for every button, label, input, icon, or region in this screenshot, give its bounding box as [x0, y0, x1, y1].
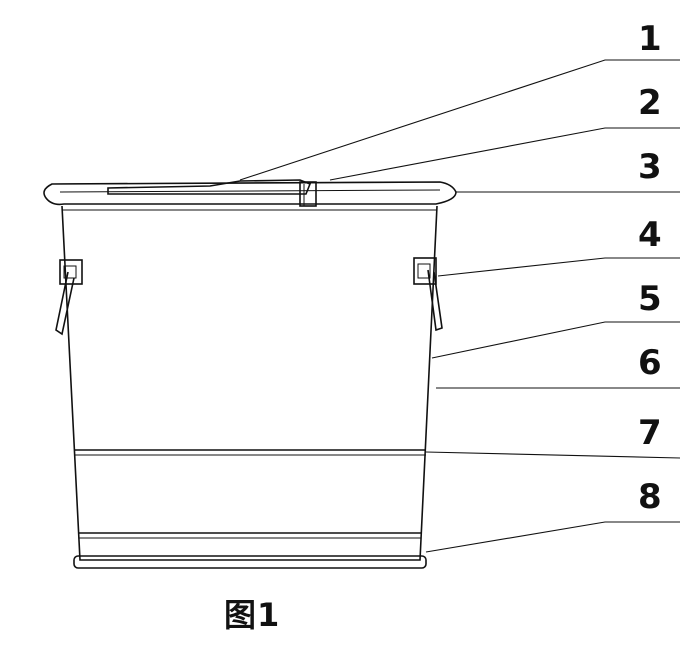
leader-line-8: [425, 521, 680, 553]
part-label-2: 2: [638, 83, 662, 123]
part-label-6: 6: [638, 343, 662, 383]
leader-line-7: [425, 451, 681, 459]
part-label-4: 4: [638, 215, 662, 255]
leader-line-2: [329, 127, 680, 181]
leader-line-1: [239, 59, 680, 181]
part-label-3: 3: [638, 147, 662, 187]
figure-caption: 图1: [224, 596, 281, 634]
left-handle-ear: [59, 259, 83, 285]
part-label-7: 7: [638, 413, 662, 453]
bottom-ring: [73, 555, 427, 569]
lid-latch: [299, 181, 317, 207]
left-handle-bail: [55, 271, 75, 336]
lid-rim-inner-line: [59, 189, 441, 193]
lid-rim-top-line: [51, 181, 441, 185]
right-handle-ear-inner: [417, 263, 431, 279]
lid-handle: [107, 179, 312, 195]
right-handle-ear: [413, 257, 437, 285]
leader-line-4: [437, 257, 680, 277]
right-handle-bail: [427, 269, 443, 332]
part-label-5: 5: [638, 279, 662, 319]
leader-line-5: [431, 321, 680, 359]
lid-rim: [43, 181, 457, 206]
left-handle-ear-inner: [63, 265, 77, 279]
bucket-body: [61, 205, 438, 561]
part-label-1: 1: [638, 19, 662, 59]
part-label-8: 8: [638, 477, 662, 517]
